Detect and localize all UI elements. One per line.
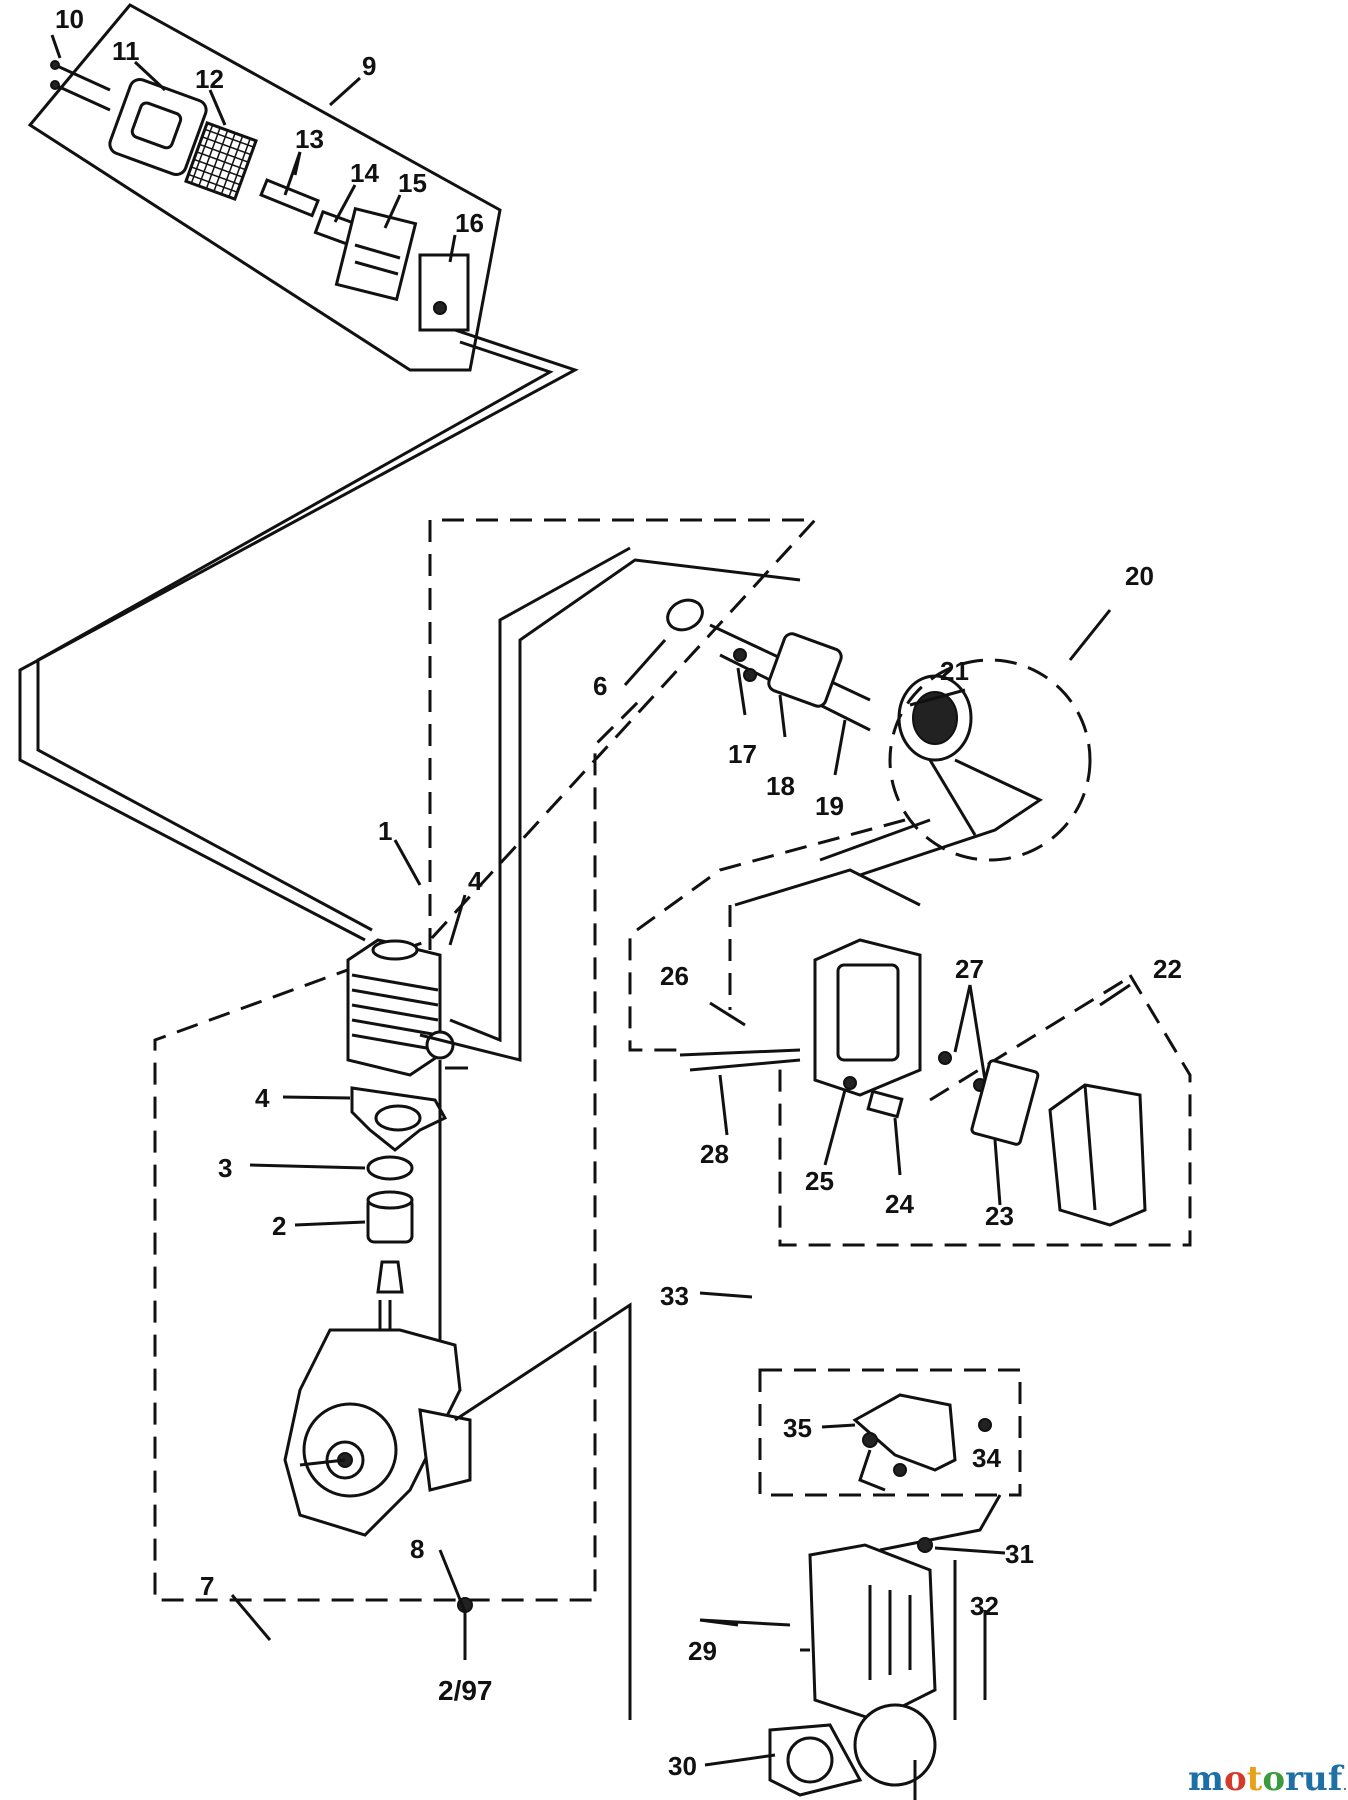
cylinder-assembly — [346, 938, 468, 1340]
callout-29: 29 — [688, 1636, 717, 1666]
callout-19: 19 — [815, 791, 844, 821]
callout-11: 11 — [112, 36, 140, 66]
callout-22: 22 — [1153, 954, 1182, 984]
callout-9: 9 — [362, 51, 376, 81]
callout-15: 15 — [398, 168, 427, 198]
callout-7: 7 — [200, 1571, 214, 1601]
callout-25: 25 — [805, 1166, 834, 1196]
callout-30: 30 — [668, 1751, 697, 1781]
callout-28: 28 — [700, 1139, 729, 1169]
callout-20: 20 — [1125, 561, 1154, 591]
date-code: 2/97 — [438, 1675, 493, 1706]
callout-10: 10 — [55, 4, 84, 34]
callout-34: 34 — [972, 1443, 1001, 1473]
callout-21: 21 — [940, 656, 969, 686]
engine-dashed-group — [153, 518, 819, 1602]
carburetor-assembly — [628, 818, 1192, 1247]
callout-6: 6 — [593, 671, 607, 701]
callout-4-gasket: 4 — [255, 1083, 270, 1113]
callout-27: 27 — [955, 954, 984, 984]
crankcase — [283, 1328, 473, 1660]
callout-1: 1 — [378, 816, 392, 846]
callout-13: 13 — [295, 124, 324, 154]
callout-32: 32 — [970, 1591, 999, 1621]
air-filter-panel — [18, 3, 579, 942]
callout-33: 33 — [660, 1281, 689, 1311]
callout-2: 2 — [272, 1211, 286, 1241]
callout-3: 3 — [218, 1153, 232, 1183]
callout-labels: 10 11 12 9 13 14 15 16 20 6 21 17 18 19 … — [55, 4, 1182, 1781]
watermark-logo: motoruf.de — [1188, 1759, 1348, 1799]
callout-8-crankcase: 8 — [410, 1534, 424, 1564]
leader-arrows — [50, 34, 1131, 1767]
ignition-assembly — [666, 598, 1092, 877]
callout-12: 12 — [195, 64, 224, 94]
callout-23: 23 — [985, 1201, 1014, 1231]
callout-14: 14 — [350, 158, 379, 188]
svg-text:motoruf.de: motoruf.de — [1188, 1759, 1348, 1799]
callout-18: 18 — [766, 771, 795, 801]
fan-housing — [768, 1494, 1002, 1800]
callout-31: 31 — [1005, 1539, 1034, 1569]
callout-4-top: 4 — [468, 866, 483, 896]
callout-26: 26 — [660, 961, 689, 991]
callout-24: 24 — [885, 1189, 914, 1219]
callout-17: 17 — [728, 739, 757, 769]
bracket-kit — [758, 1368, 1022, 1497]
callout-16: 16 — [455, 208, 484, 238]
callout-35: 35 — [783, 1413, 812, 1443]
